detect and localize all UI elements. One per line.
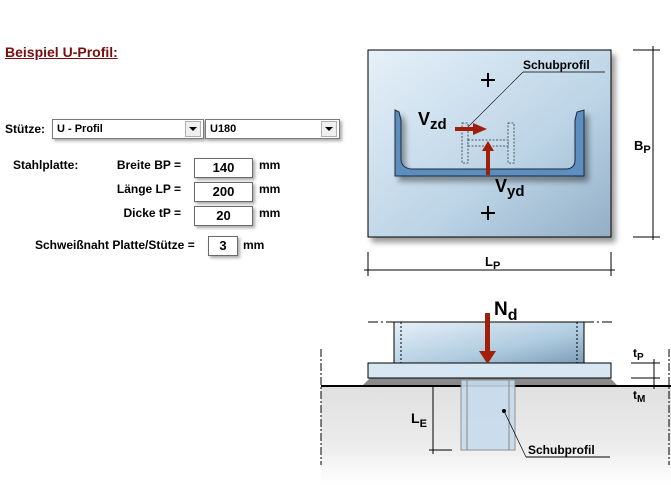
laenge-unit: mm	[259, 182, 281, 196]
stahlplatte-label: Stahlplatte:	[13, 158, 79, 172]
schubprofil-section	[460, 379, 516, 451]
lp-label: LP	[485, 254, 500, 272]
schweissnaht-unit: mm	[243, 238, 265, 252]
laenge-input[interactable]: 200	[194, 182, 253, 202]
nd-label: Nd	[494, 299, 518, 324]
vyd-arrow-icon	[482, 141, 494, 175]
plan-view-diagram: Schubprofil Vzd Vyd BP LP	[364, 46, 660, 276]
tp-label: tP	[633, 346, 644, 363]
vzd-arrow-icon	[455, 123, 487, 135]
bp-label: BP	[634, 138, 651, 156]
chevron-down-icon[interactable]	[185, 121, 201, 137]
section-schubprofil-callout: Schubprofil	[528, 443, 595, 457]
vzd-label: Vzd	[418, 109, 447, 133]
base-plate-section	[367, 362, 612, 379]
stuetze-label: Stütze:	[5, 122, 45, 136]
anchor-mark-icon	[481, 73, 495, 87]
profile-select[interactable]: U180	[205, 119, 340, 139]
tm-label: tM	[633, 388, 645, 405]
anchor-mark-icon	[481, 206, 495, 220]
stuetze-type-value: U - Profil	[57, 123, 103, 135]
schubprofil-callout: Schubprofil	[523, 58, 590, 72]
schweissnaht-input[interactable]: 3	[208, 236, 238, 256]
laenge-label: Länge LP =	[116, 182, 181, 196]
profile-value: U180	[210, 123, 237, 135]
stuetze-type-select[interactable]: U - Profil	[52, 119, 204, 139]
chevron-down-icon[interactable]	[321, 121, 337, 137]
breite-label: Breite BP =	[116, 158, 181, 172]
section-view-diagram: Nd tP tM LE Schubprofil	[320, 299, 671, 485]
dicke-label: Dicke tP =	[123, 206, 181, 220]
u-profile-shape	[394, 109, 585, 177]
le-label: LE	[411, 410, 427, 430]
dicke-input[interactable]: 20	[194, 206, 253, 226]
breite-unit: mm	[259, 158, 281, 172]
nd-arrow-icon	[479, 313, 496, 364]
breite-input[interactable]: 140	[194, 158, 253, 178]
vyd-label: Vyd	[495, 176, 525, 200]
page-title: Beispiel U-Profil:	[5, 44, 118, 60]
dicke-unit: mm	[259, 206, 281, 220]
schweissnaht-label: Schweißnaht Platte/Stütze =	[35, 238, 195, 252]
